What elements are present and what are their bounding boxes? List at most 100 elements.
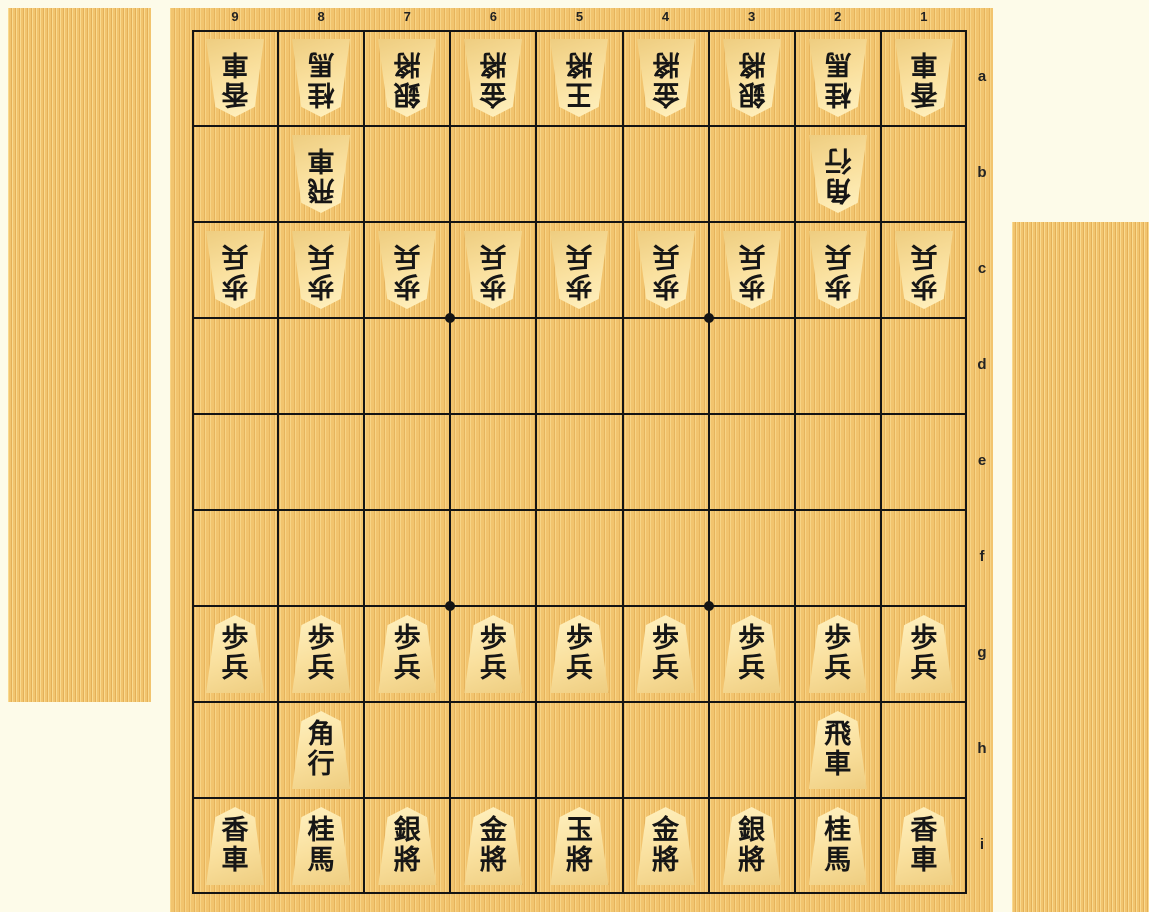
board-square-9f[interactable]	[194, 512, 276, 604]
board-square-3d[interactable]	[711, 320, 793, 412]
gote-piece-2a[interactable]: 桂馬	[809, 39, 867, 117]
piece-glyph-bottom: 馬	[824, 48, 851, 78]
board-square-4d[interactable]	[625, 320, 707, 412]
board-square-6b[interactable]	[452, 128, 534, 220]
sente-piece-8h[interactable]: 角行	[292, 711, 350, 789]
board-square-9e[interactable]	[194, 416, 276, 508]
sente-piece-5g[interactable]: 歩兵	[550, 615, 608, 693]
piece-glyph-top: 飛	[308, 174, 335, 204]
board-square-1h[interactable]	[883, 704, 965, 796]
gote-piece-2b[interactable]: 角行	[809, 135, 867, 213]
file-label: 1	[909, 9, 939, 24]
file-label: 2	[823, 9, 853, 24]
board-square-5h[interactable]	[538, 704, 620, 796]
sente-piece-8i[interactable]: 桂馬	[292, 807, 350, 885]
board-square-9d[interactable]	[194, 320, 276, 412]
sente-piece-9g[interactable]: 歩兵	[206, 615, 264, 693]
board-square-5e[interactable]	[538, 416, 620, 508]
board-square-4e[interactable]	[625, 416, 707, 508]
board-square-2f[interactable]	[797, 512, 879, 604]
gote-piece-3a[interactable]: 銀將	[723, 39, 781, 117]
sente-piece-2i[interactable]: 桂馬	[809, 807, 867, 885]
sente-piece-2h[interactable]: 飛車	[809, 711, 867, 789]
sente-piece-9i[interactable]: 香車	[206, 807, 264, 885]
board-square-3f[interactable]	[711, 512, 793, 604]
board-square-3b[interactable]	[711, 128, 793, 220]
piece-glyph-top: 桂	[308, 78, 335, 108]
sente-piece-7i[interactable]: 銀將	[378, 807, 436, 885]
board-square-2e[interactable]	[797, 416, 879, 508]
gote-piece-3c[interactable]: 歩兵	[723, 231, 781, 309]
board-square-9h[interactable]	[194, 704, 276, 796]
sente-piece-5i[interactable]: 玉將	[550, 807, 608, 885]
board-square-3e[interactable]	[711, 416, 793, 508]
board-square-1d[interactable]	[883, 320, 965, 412]
board-square-4f[interactable]	[625, 512, 707, 604]
sente-piece-4i[interactable]: 金將	[637, 807, 695, 885]
board-square-8d[interactable]	[280, 320, 362, 412]
piece-glyph-top: 歩	[566, 624, 593, 654]
gote-piece-1c[interactable]: 歩兵	[895, 231, 953, 309]
board-square-4h[interactable]	[625, 704, 707, 796]
board-square-6d[interactable]	[452, 320, 534, 412]
gote-piece-stand[interactable]	[8, 8, 151, 702]
gote-piece-8b[interactable]: 飛車	[292, 135, 350, 213]
gote-piece-4c[interactable]: 歩兵	[637, 231, 695, 309]
board-square-9b[interactable]	[194, 128, 276, 220]
sente-piece-4g[interactable]: 歩兵	[637, 615, 695, 693]
board-square-4b[interactable]	[625, 128, 707, 220]
piece-glyph-top: 金	[652, 816, 679, 846]
piece-glyph-bottom: 車	[910, 846, 937, 876]
rank-label: b	[973, 164, 991, 181]
sente-piece-3g[interactable]: 歩兵	[723, 615, 781, 693]
board-square-7h[interactable]	[366, 704, 448, 796]
gote-piece-7c[interactable]: 歩兵	[378, 231, 436, 309]
gote-piece-5c[interactable]: 歩兵	[550, 231, 608, 309]
gote-piece-1a[interactable]: 香車	[895, 39, 953, 117]
piece-glyph-bottom: 行	[308, 750, 335, 780]
gote-piece-8a[interactable]: 桂馬	[292, 39, 350, 117]
board-square-7d[interactable]	[366, 320, 448, 412]
board-square-6f[interactable]	[452, 512, 534, 604]
board-square-1e[interactable]	[883, 416, 965, 508]
gote-piece-9a[interactable]: 香車	[206, 39, 264, 117]
grid-line-vertical	[449, 30, 451, 894]
board-square-6e[interactable]	[452, 416, 534, 508]
sente-piece-2g[interactable]: 歩兵	[809, 615, 867, 693]
gote-piece-6a[interactable]: 金將	[464, 39, 522, 117]
board-square-5d[interactable]	[538, 320, 620, 412]
sente-piece-stand[interactable]	[1012, 222, 1149, 912]
sente-piece-7g[interactable]: 歩兵	[378, 615, 436, 693]
board-square-5b[interactable]	[538, 128, 620, 220]
board-square-6h[interactable]	[452, 704, 534, 796]
piece-glyph-top: 歩	[394, 270, 421, 300]
gote-piece-8c[interactable]: 歩兵	[292, 231, 350, 309]
board-square-8e[interactable]	[280, 416, 362, 508]
sente-piece-6i[interactable]: 金將	[464, 807, 522, 885]
board-square-3h[interactable]	[711, 704, 793, 796]
sente-piece-1g[interactable]: 歩兵	[895, 615, 953, 693]
gote-piece-6c[interactable]: 歩兵	[464, 231, 522, 309]
gote-piece-7a[interactable]: 銀將	[378, 39, 436, 117]
gote-piece-9c[interactable]: 歩兵	[206, 231, 264, 309]
board-square-1f[interactable]	[883, 512, 965, 604]
piece-glyph-bottom: 將	[652, 846, 679, 876]
board-square-7e[interactable]	[366, 416, 448, 508]
sente-piece-3i[interactable]: 銀將	[723, 807, 781, 885]
piece-glyph-top: 歩	[738, 624, 765, 654]
sente-piece-1i[interactable]: 香車	[895, 807, 953, 885]
board-square-7f[interactable]	[366, 512, 448, 604]
gote-piece-5a[interactable]: 王將	[550, 39, 608, 117]
gote-piece-4a[interactable]: 金將	[637, 39, 695, 117]
board-square-1b[interactable]	[883, 128, 965, 220]
grid-line-horizontal	[192, 605, 967, 607]
file-label: 8	[306, 9, 336, 24]
board-square-8f[interactable]	[280, 512, 362, 604]
sente-piece-6g[interactable]: 歩兵	[464, 615, 522, 693]
sente-piece-8g[interactable]: 歩兵	[292, 615, 350, 693]
board-square-2d[interactable]	[797, 320, 879, 412]
piece-glyph-bottom: 馬	[308, 846, 335, 876]
board-square-5f[interactable]	[538, 512, 620, 604]
gote-piece-2c[interactable]: 歩兵	[809, 231, 867, 309]
board-square-7b[interactable]	[366, 128, 448, 220]
